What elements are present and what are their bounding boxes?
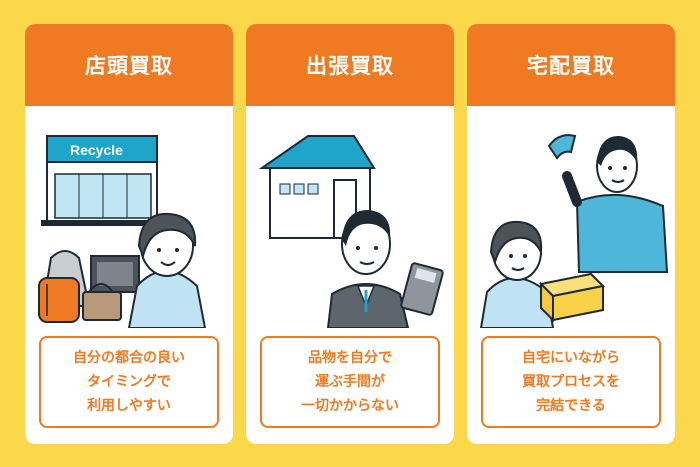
card-title: 店頭買取 xyxy=(25,24,233,106)
description-line: 自宅にいながら xyxy=(522,350,620,366)
card-description: 自宅にいながら 買取プロセスを 完結できる xyxy=(481,336,661,428)
card-store-purchase: 店頭買取 Recycle xyxy=(25,24,233,444)
description-line: 一切かからない xyxy=(301,398,399,414)
woman-receiver-icon xyxy=(479,220,555,328)
delivery-man-icon xyxy=(547,134,669,273)
tv-icon xyxy=(90,255,140,293)
description-line: 利用しやすい xyxy=(87,398,171,414)
description-line: 自分の都合の良い xyxy=(73,350,185,366)
card-title: 宅配買取 xyxy=(467,24,675,106)
card-home-visit-purchase: 出張買取 品物を自分で 運ぶ手間が 一切かか xyxy=(246,24,454,444)
store-sign-text: Recycle xyxy=(70,142,123,158)
store-purchase-illustration: Recycle xyxy=(38,135,207,328)
handbag-icon xyxy=(82,283,122,321)
description-line: 完結できる xyxy=(536,398,606,414)
delivery-illustration xyxy=(479,134,669,328)
card-title: 出張買取 xyxy=(246,24,454,106)
woman-customer-icon xyxy=(127,212,207,328)
card-description: 品物を自分で 運ぶ手間が 一切かからない xyxy=(260,336,440,428)
description-line: 運ぶ手間が xyxy=(315,374,385,390)
card-description: 自分の都合の良い タイミングで 利用しやすい xyxy=(39,336,219,428)
card-delivery-purchase: 宅配買取 自宅にいながら 買取プロセス xyxy=(467,24,675,444)
package-box-icon xyxy=(538,272,606,323)
description-line: 買取プロセスを xyxy=(522,374,620,390)
home-visit-illustration xyxy=(258,135,444,328)
description-line: 品物を自分で xyxy=(308,350,392,366)
appraiser-businessman-icon xyxy=(326,210,410,328)
description-line: タイミングで xyxy=(87,374,171,390)
recycle-store-icon xyxy=(41,135,163,226)
calculator-icon xyxy=(400,262,444,316)
school-bag-icon xyxy=(38,277,80,323)
